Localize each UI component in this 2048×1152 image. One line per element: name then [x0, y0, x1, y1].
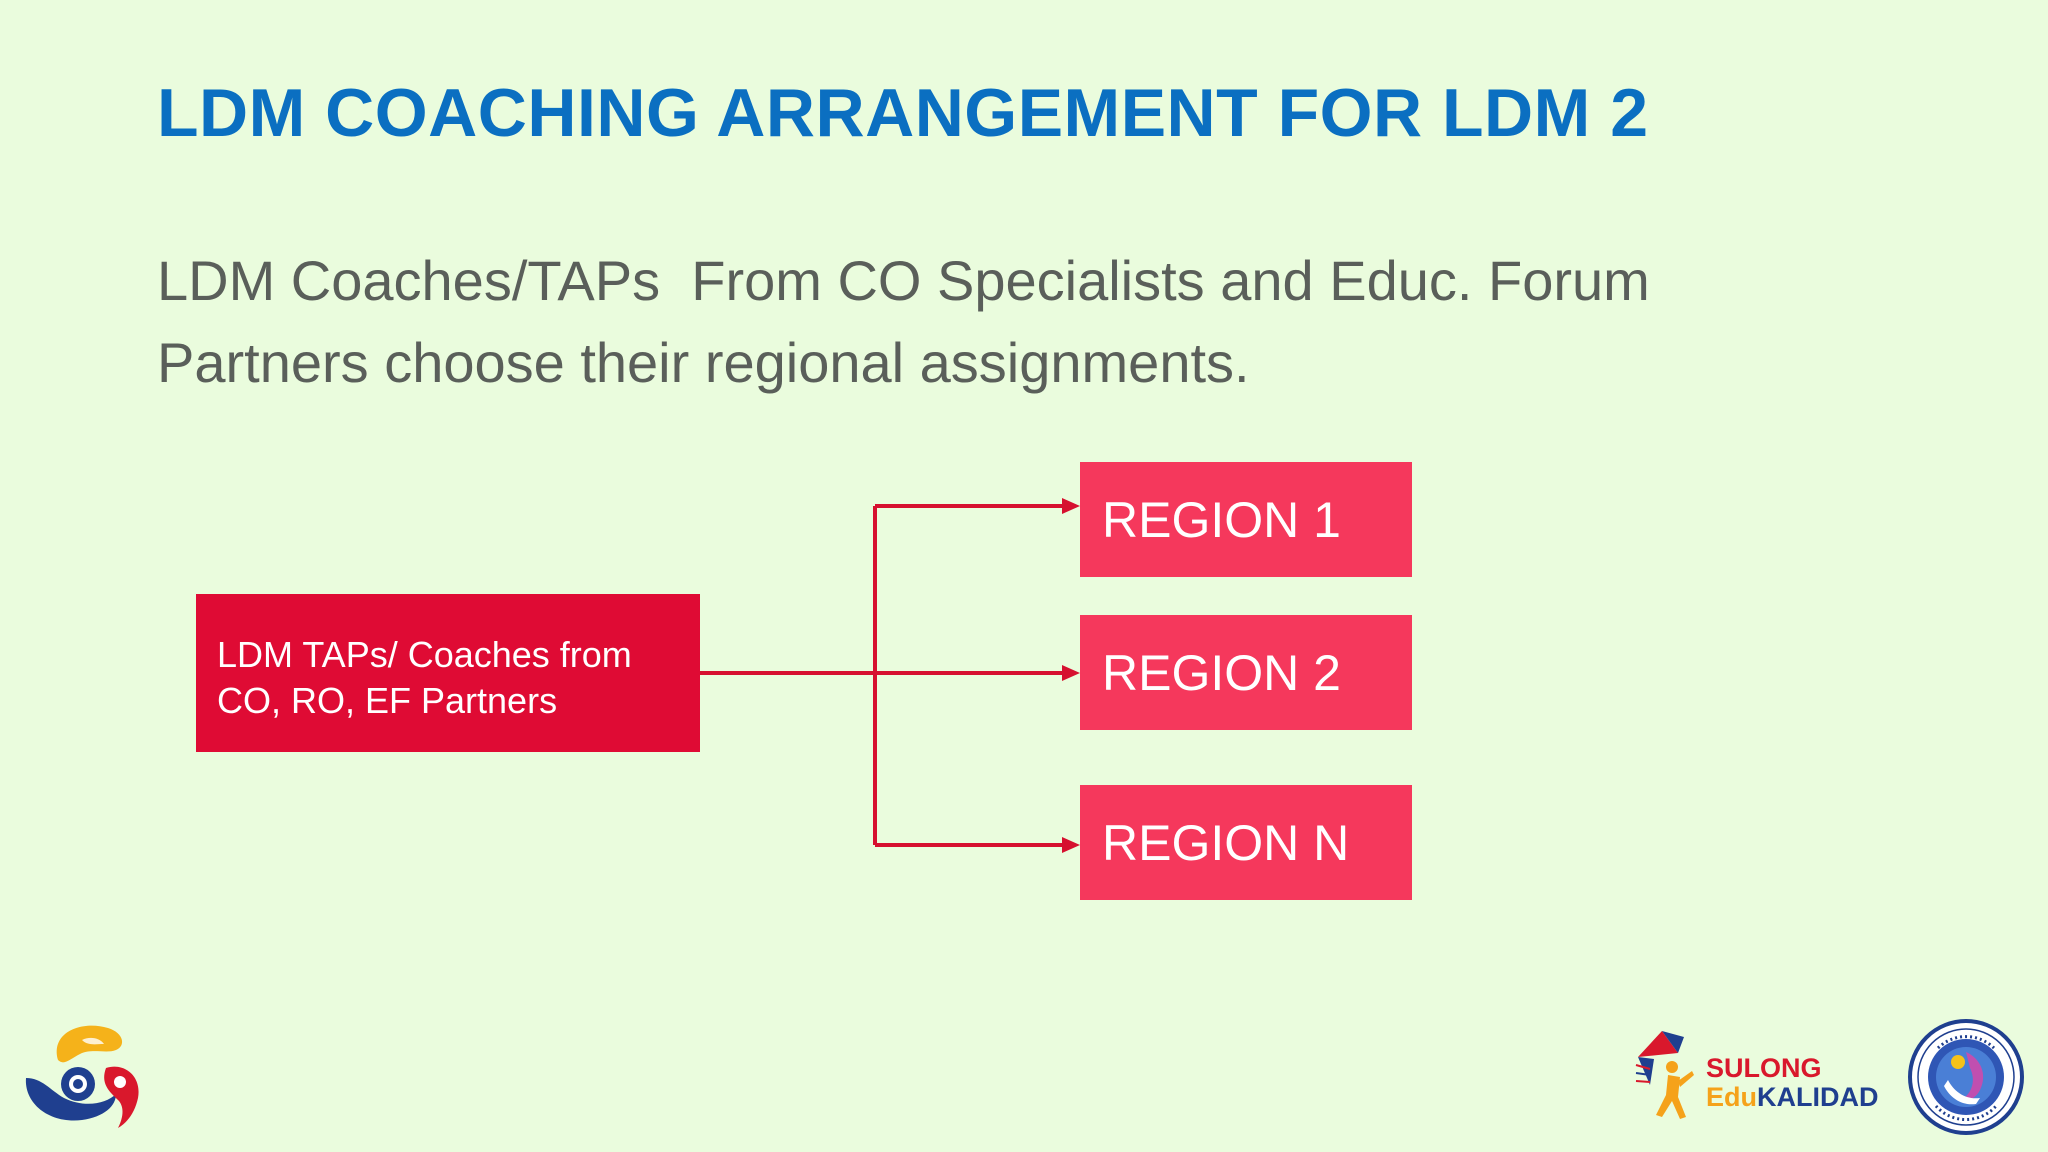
- source-box: LDM TAPs/ Coaches from CO, RO, EF Partne…: [196, 594, 700, 752]
- source-box-line-2: CO, RO, EF Partners: [217, 680, 558, 721]
- slide-title: LDM COACHING ARRANGEMENT FOR LDM 2: [157, 75, 1649, 151]
- body-text-line-1: LDM Coaches/TAPs From CO Specialists and…: [157, 249, 1650, 312]
- kalidad-text: KALIDAD: [1757, 1082, 1878, 1112]
- sulong-edukalidad-logo-icon: SULONG EduKALIDAD: [1635, 1031, 1878, 1119]
- neap-seal-icon: [1908, 1019, 2024, 1135]
- source-box-line-1: LDM TAPs/ Coaches from: [217, 634, 632, 675]
- svg-text:EduKALIDAD: EduKALIDAD: [1706, 1082, 1878, 1112]
- region-box-2: REGION 2: [1080, 615, 1412, 730]
- arrowhead-region-2: [1062, 665, 1080, 681]
- arrowhead-region-n: [1062, 837, 1080, 853]
- region-box-n: REGION N: [1080, 785, 1412, 900]
- body-text: LDM Coaches/TAPs From CO Specialists and…: [157, 240, 1857, 404]
- sulong-text: SULONG: [1706, 1053, 1822, 1083]
- deped-matatag-logo-icon: [25, 1025, 139, 1128]
- edu-text: Edu: [1706, 1082, 1757, 1112]
- body-text-line-2: Partners choose their regional assignmen…: [157, 331, 1250, 394]
- region-box-1: REGION 1: [1080, 462, 1412, 577]
- arrowhead-region-1: [1062, 498, 1080, 514]
